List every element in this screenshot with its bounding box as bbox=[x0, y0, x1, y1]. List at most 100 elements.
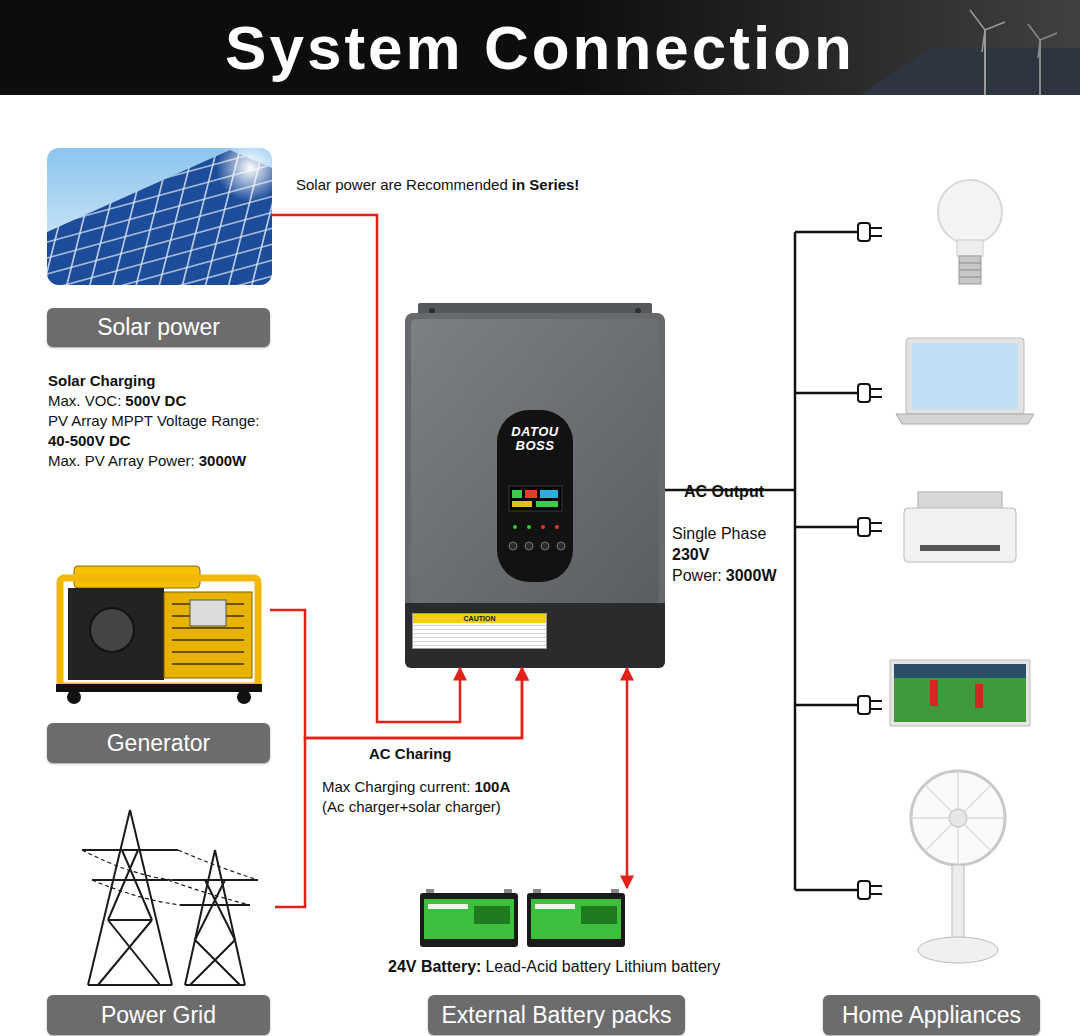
text-line: Solar Charging bbox=[48, 371, 348, 391]
laptop-base bbox=[896, 414, 1034, 424]
text-line: Max Charging current:100A bbox=[322, 777, 582, 797]
tv-frame bbox=[890, 660, 1030, 726]
tv-image bbox=[890, 660, 1030, 726]
solar-panel-image bbox=[47, 148, 272, 285]
edge-label: AC Output bbox=[684, 483, 764, 501]
annotation-text: 24V Battery: bbox=[388, 958, 481, 975]
alternator bbox=[164, 592, 252, 678]
annotation-text: (Ac charger+solar charger) bbox=[322, 798, 501, 815]
bottom-band bbox=[405, 603, 665, 613]
node-label: Solar power bbox=[47, 308, 270, 347]
plug bbox=[858, 384, 870, 402]
node-label: External Battery packs bbox=[428, 995, 685, 1035]
engine-cover bbox=[90, 608, 134, 652]
lcd-screen bbox=[509, 486, 562, 511]
bus-wire bbox=[795, 232, 858, 890]
text-line: Solar power are Recommendedin Series! bbox=[296, 175, 716, 195]
frame bbox=[60, 578, 258, 686]
printer-image bbox=[904, 492, 1016, 562]
control-panel bbox=[190, 600, 226, 626]
annotation-text: 3000W bbox=[199, 452, 247, 469]
grid-source: Power Grid bbox=[47, 800, 275, 1035]
generator-source: Generator bbox=[47, 560, 270, 763]
lcd-segment bbox=[512, 490, 522, 498]
printer-slot bbox=[920, 545, 1000, 551]
power-lines bbox=[82, 850, 258, 905]
pylon-legs bbox=[185, 850, 245, 985]
text-line: Max. PV Array Power:3000W bbox=[48, 451, 348, 471]
turbine-blades bbox=[970, 10, 1005, 52]
text-line: 24V Battery:Lead-Acid battery Lithium ba… bbox=[388, 957, 788, 977]
annotation-text: Solar Charging bbox=[48, 372, 156, 389]
engine-block bbox=[68, 588, 164, 680]
solar-source: Solar power bbox=[45, 148, 272, 348]
battery-print bbox=[581, 906, 617, 924]
plug bbox=[858, 518, 870, 536]
node-label: CAUTION bbox=[413, 614, 546, 623]
lcd-segment bbox=[540, 490, 558, 498]
pylon-legs bbox=[88, 810, 172, 985]
edge-label: AC Charing bbox=[369, 745, 452, 762]
node-label: DATOU BOSS bbox=[507, 425, 563, 453]
annotation-text: Power: bbox=[672, 567, 722, 584]
text-line: Single Phase bbox=[672, 524, 790, 544]
annotation-text: in Series! bbox=[512, 176, 580, 193]
wheel bbox=[67, 690, 81, 704]
bottom-band bbox=[405, 603, 665, 668]
title-banner bbox=[0, 0, 1080, 95]
annotation-text: Max. VOC: bbox=[48, 392, 121, 409]
fan-base bbox=[918, 937, 998, 963]
battery-label bbox=[531, 899, 621, 939]
laptop-lid bbox=[906, 338, 1024, 414]
inverter-body bbox=[405, 313, 665, 668]
annotation-text: 3000W bbox=[726, 567, 777, 584]
text-line: 230V bbox=[672, 545, 790, 565]
text-line: 40-500V DC bbox=[48, 431, 348, 451]
status-led bbox=[541, 525, 545, 529]
bulb-neck bbox=[957, 240, 983, 256]
base-rail bbox=[56, 684, 262, 692]
text-line: (Ac charger+solar charger) bbox=[322, 797, 582, 817]
tv-screen bbox=[894, 664, 1026, 722]
bulb-thread bbox=[959, 263, 981, 277]
connector-line bbox=[275, 668, 522, 907]
battery-print bbox=[428, 904, 468, 909]
battery-print bbox=[535, 904, 575, 909]
annotation-text: Solar power are Recommended bbox=[296, 176, 508, 193]
lcd-segment bbox=[536, 501, 558, 507]
status-led bbox=[513, 525, 517, 529]
plug bbox=[858, 881, 870, 899]
fan-grille bbox=[911, 771, 1005, 865]
banner-panel bbox=[860, 48, 1080, 95]
inverter-unit: DATOU BOSS CAUTION bbox=[405, 313, 665, 668]
title-text: System Connection bbox=[0, 0, 1080, 95]
battery-case bbox=[420, 893, 518, 947]
button bbox=[557, 542, 565, 550]
button bbox=[541, 542, 549, 550]
tv-player bbox=[975, 684, 983, 708]
node-label: Generator bbox=[47, 723, 270, 763]
fan-stand bbox=[952, 865, 964, 943]
annotation-text: 40-500V DC bbox=[48, 432, 131, 449]
laptop-image bbox=[896, 338, 1034, 424]
connector-line bbox=[626, 668, 629, 888]
appliance-group: Home Appliances bbox=[795, 170, 1040, 1035]
ac-bus bbox=[795, 223, 882, 899]
lcd-segment bbox=[512, 501, 532, 507]
plug bbox=[858, 223, 870, 241]
battery-image bbox=[420, 889, 625, 947]
front-panel bbox=[411, 319, 659, 603]
annotation-text: Single Phase bbox=[672, 525, 766, 542]
bulb-image bbox=[938, 180, 1002, 284]
sun-glare bbox=[216, 148, 272, 202]
battery-case bbox=[527, 893, 625, 947]
annotation-text: PV Array MPPT Voltage Range: bbox=[48, 412, 260, 429]
tv-player bbox=[930, 680, 938, 706]
turbine-blades bbox=[1028, 24, 1057, 58]
status-led bbox=[527, 525, 531, 529]
battery-label bbox=[424, 899, 514, 939]
button bbox=[509, 542, 517, 550]
inverter-image bbox=[405, 303, 665, 668]
plug bbox=[858, 696, 870, 714]
